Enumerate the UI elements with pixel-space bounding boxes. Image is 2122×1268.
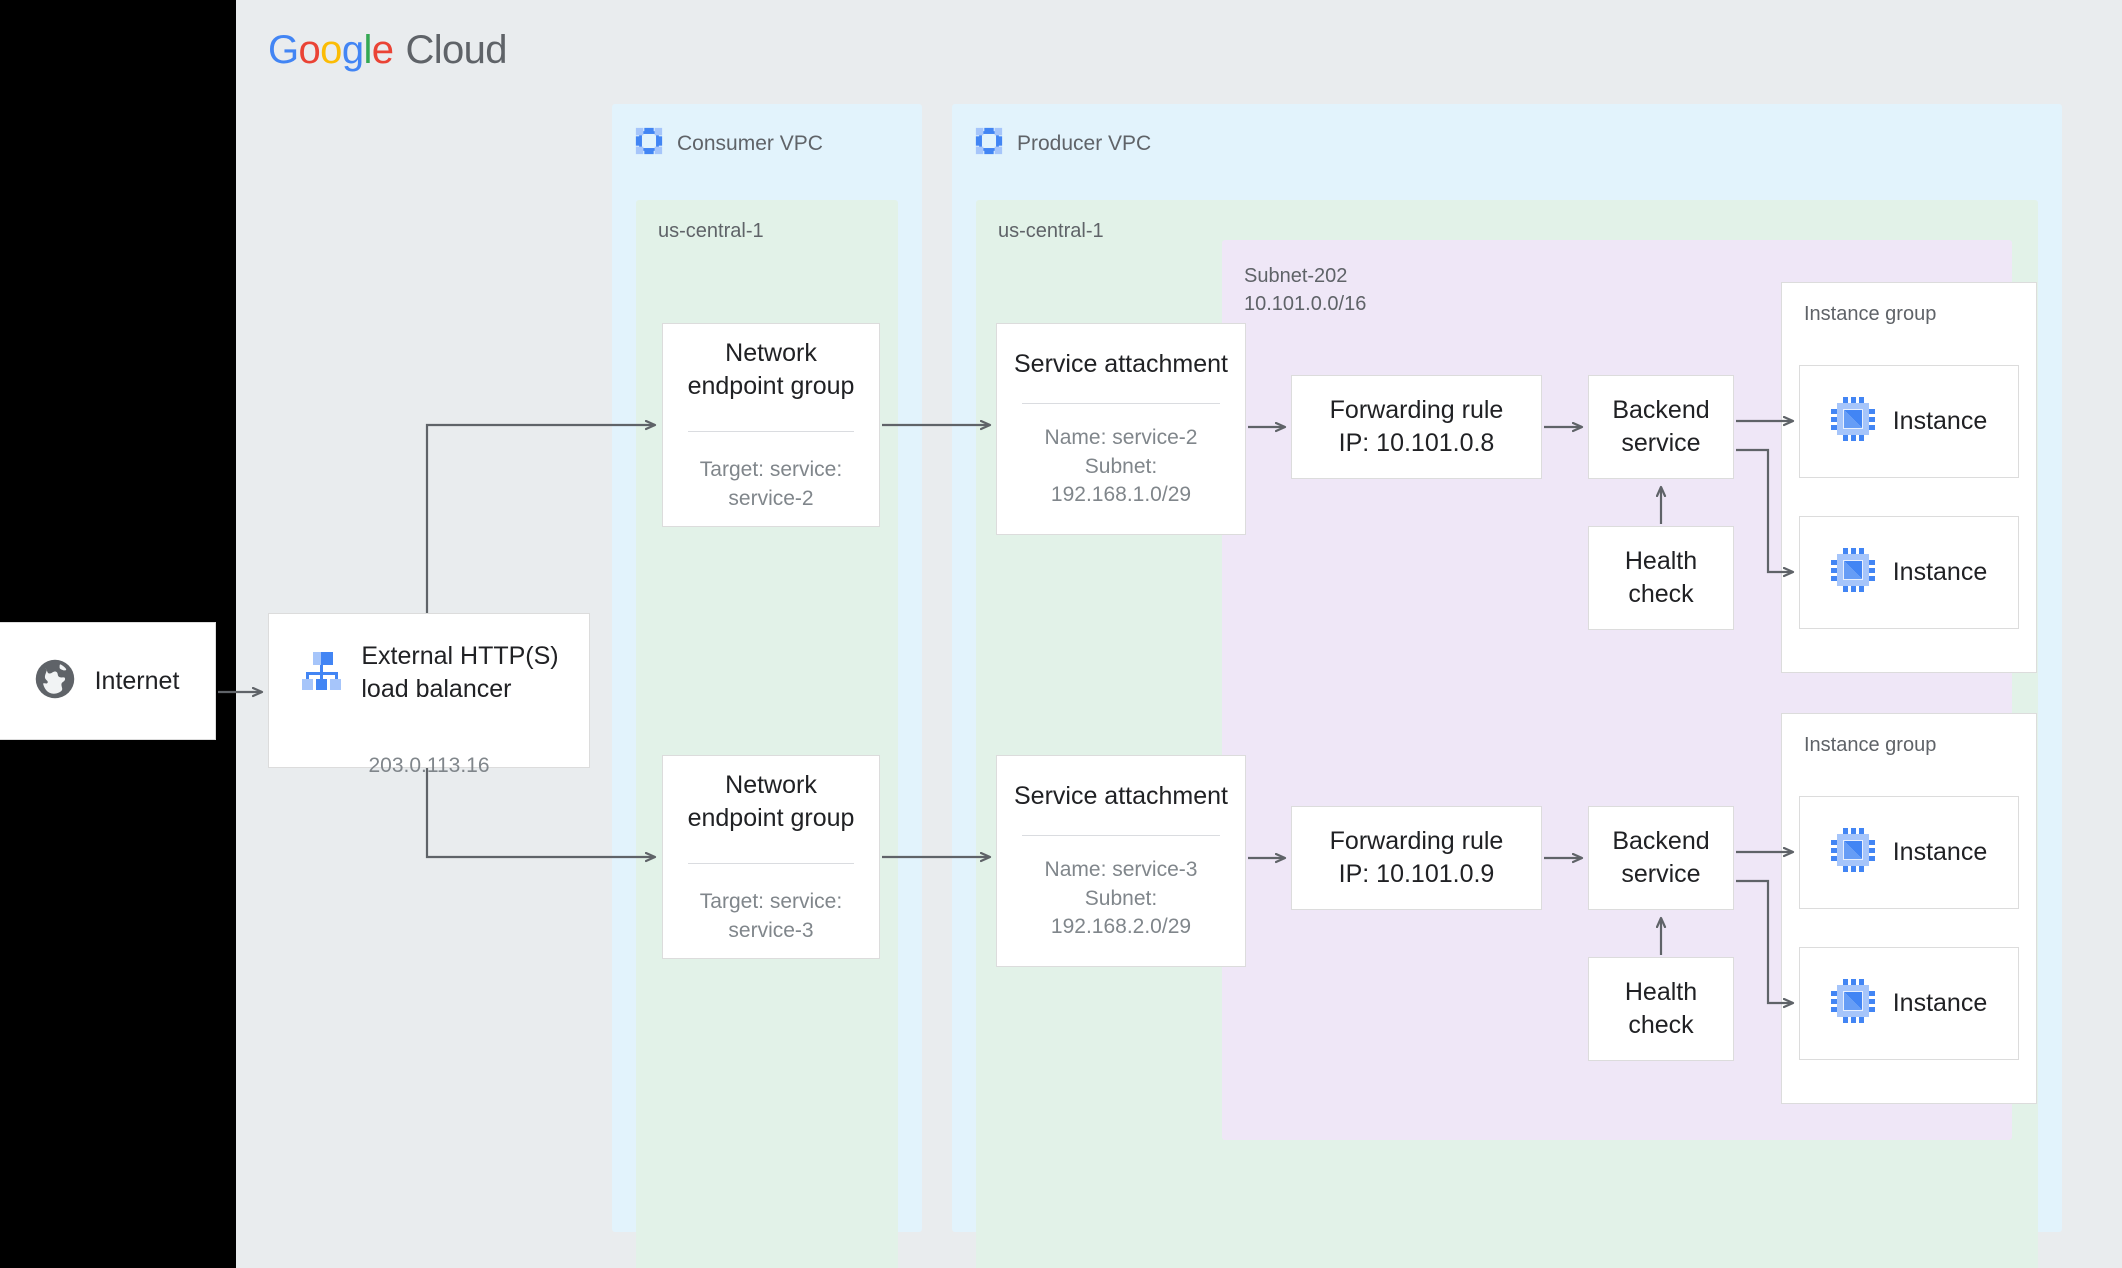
instance-group-2-label: Instance group: [1804, 734, 1937, 756]
logo-letter-e: e: [371, 28, 394, 72]
logo-cloud-word: Cloud: [405, 28, 507, 72]
vpc-icon: [974, 126, 1004, 161]
neg-2-subtext: Target: service: service-3: [699, 889, 843, 942]
backend-service-1[interactable]: Backend service: [1588, 375, 1734, 479]
internet-label: Internet: [94, 666, 180, 695]
consumer-vpc-container: Consumer VPC us-central-1: [612, 104, 922, 1268]
producer-vpc-title: Producer VPC: [1017, 131, 1152, 155]
instance-2-2-label: Instance: [1892, 989, 1988, 1017]
instance-chip-icon: [1830, 548, 1875, 597]
subnet-name: Subnet-202: [1244, 265, 1348, 287]
service-attachment-1[interactable]: Service attachment Name: service-2 Subne…: [996, 323, 1246, 535]
instance-chip-icon: [1830, 979, 1875, 1028]
logo-letter-g1: G: [268, 28, 299, 72]
subnet-cidr: 10.101.0.0/16: [1244, 293, 1367, 316]
service-attachment-2-subtext: Name: service-3 Subnet: 192.168.2.0/29: [1044, 858, 1198, 939]
health-check-2-label: Health check: [1624, 978, 1698, 1039]
network-endpoint-group-1[interactable]: Network endpoint group Target: service: …: [662, 323, 880, 527]
forwarding-rule-2[interactable]: Forwarding rule IP: 10.101.0.9: [1291, 806, 1542, 910]
vpc-icon: [634, 126, 664, 161]
service-attachment-1-title: Service attachment: [1014, 350, 1228, 379]
logo-letter-o1: o: [298, 28, 321, 72]
service-attachment-2-divider: [1022, 835, 1220, 837]
service-attachment-2[interactable]: Service attachment Name: service-3 Subne…: [996, 755, 1246, 967]
backend-service-1-label: Backend service: [1612, 396, 1710, 457]
load-balancer-heading-row: External HTTP(S) load balancer: [299, 640, 559, 706]
service-attachment-1-divider: [1022, 403, 1220, 405]
load-balancer-title: External HTTP(S) load balancer: [361, 642, 559, 703]
instance-2-1-label: Instance: [1892, 838, 1988, 866]
neg-1-divider: [688, 430, 854, 432]
producer-region-label: us-central-1: [998, 220, 1104, 242]
forwarding-rule-1[interactable]: Forwarding rule IP: 10.101.0.8: [1291, 375, 1542, 479]
neg-1-title: Network endpoint group: [687, 338, 855, 400]
service-attachment-2-title: Service attachment: [1014, 782, 1228, 811]
service-attachment-1-subtext: Name: service-2 Subnet: 192.168.1.0/29: [1044, 426, 1198, 507]
logo-letter-l: l: [363, 28, 372, 72]
forwarding-rule-1-label: Forwarding rule IP: 10.101.0.8: [1329, 396, 1504, 457]
consumer-vpc-title: Consumer VPC: [677, 131, 823, 155]
consumer-vpc-header: Consumer VPC: [634, 126, 823, 161]
subnet-202-label: Subnet-202 10.101.0.0/16: [1244, 262, 1366, 319]
backend-service-2[interactable]: Backend service: [1588, 806, 1734, 910]
backend-service-2-label: Backend service: [1612, 827, 1710, 888]
instance-1-1[interactable]: Instance: [1799, 365, 2019, 478]
producer-vpc-header: Producer VPC: [974, 126, 1151, 161]
forwarding-rule-2-label: Forwarding rule IP: 10.101.0.9: [1329, 827, 1504, 888]
logo-letter-g2: g: [341, 28, 364, 72]
neg-2-divider: [688, 862, 854, 864]
external-http-load-balancer[interactable]: External HTTP(S) load balancer 203.0.113…: [268, 613, 590, 777]
internet-node[interactable]: Internet: [0, 622, 216, 740]
network-endpoint-group-2[interactable]: Network endpoint group Target: service: …: [662, 755, 880, 959]
instance-2-1[interactable]: Instance: [1799, 796, 2019, 909]
instance-chip-icon: [1830, 828, 1875, 877]
instance-chip-icon: [1830, 397, 1875, 446]
consumer-region-label: us-central-1: [658, 220, 764, 242]
instance-group-1-label: Instance group: [1804, 303, 1937, 325]
health-check-2[interactable]: Health check: [1588, 957, 1734, 1061]
load-balancer-ip: 203.0.113.16: [368, 754, 490, 777]
neg-1-subtext: Target: service: service-2: [699, 457, 843, 510]
instance-1-1-label: Instance: [1892, 407, 1988, 435]
instance-2-2[interactable]: Instance: [1799, 947, 2019, 1060]
instance-1-2-label: Instance: [1892, 558, 1988, 586]
instance-1-2[interactable]: Instance: [1799, 516, 2019, 629]
logo-letter-o2: o: [320, 28, 342, 72]
health-check-1-label: Health check: [1624, 547, 1698, 608]
load-balancer-icon: [299, 649, 343, 698]
globe-icon: [33, 657, 77, 706]
neg-2-title: Network endpoint group: [687, 770, 855, 832]
health-check-1[interactable]: Health check: [1588, 526, 1734, 630]
